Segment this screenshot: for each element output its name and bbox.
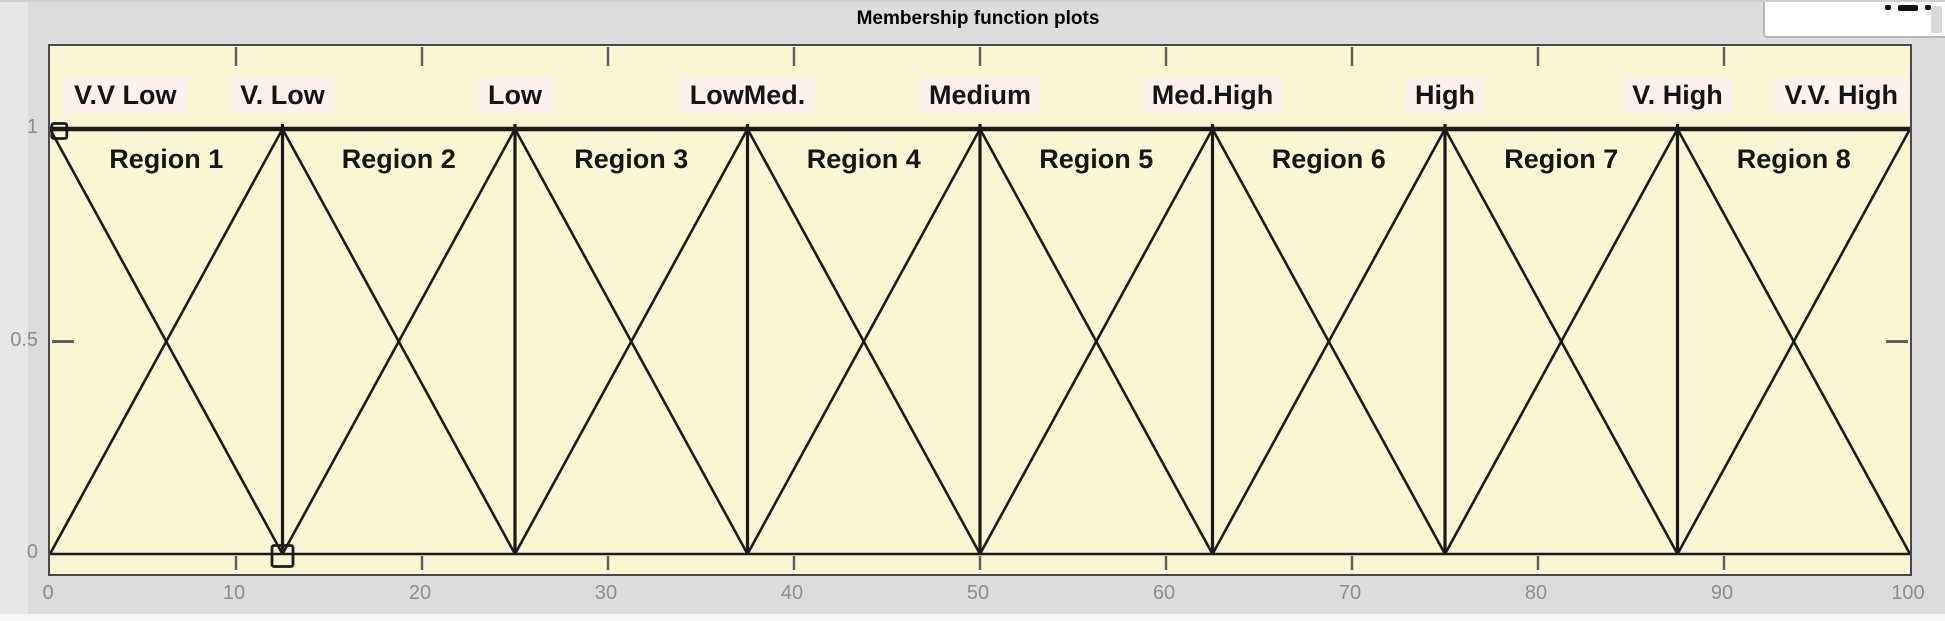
x-tick-label: 40 xyxy=(780,582,804,604)
region-label: Region 6 xyxy=(1271,144,1386,174)
x-tick-label: 20 xyxy=(408,582,432,604)
scrollbar-fragment xyxy=(1931,6,1942,33)
mf-curve-segment[interactable] xyxy=(1211,128,1447,555)
truncated-text-fragment xyxy=(1898,5,1918,11)
x-tick-label: 70 xyxy=(1338,582,1362,604)
mf-label[interactable]: V.V. High xyxy=(1774,77,1908,113)
x-axis-tick-labels: 0 10 20 30 40 50 60 70 80 90 100 xyxy=(42,582,1924,610)
region-label: Region 5 xyxy=(1039,144,1154,174)
mf-label[interactable]: V. Low xyxy=(230,77,335,113)
x-tick-label: 80 xyxy=(1524,582,1548,604)
region-label: Region 2 xyxy=(341,144,456,174)
region-label: Region 7 xyxy=(1504,144,1619,174)
mf-label[interactable]: V. High xyxy=(1622,77,1733,113)
mf-curves-svg[interactable] xyxy=(50,46,1910,574)
x-tick-label: 30 xyxy=(594,582,618,604)
x-tick-label: 100 xyxy=(1891,582,1925,604)
mf-label[interactable]: Medium xyxy=(918,77,1042,113)
mf-label[interactable]: Low xyxy=(478,77,552,113)
mf-curve-segment[interactable] xyxy=(746,128,982,555)
x-tick-label: 90 xyxy=(1710,582,1734,604)
plot-title: Membership function plots xyxy=(856,8,1100,29)
x-tick-label: 50 xyxy=(966,582,990,604)
mf-label[interactable]: LowMed. xyxy=(679,77,816,113)
mf-curve-segment[interactable] xyxy=(1443,128,1679,555)
mf-label[interactable]: V.V Low xyxy=(64,77,187,113)
region-label: Region 1 xyxy=(109,144,224,174)
x-tick-label: 60 xyxy=(1152,582,1176,604)
region-label: Region 4 xyxy=(806,144,921,174)
membership-plot-area[interactable]: V.V Low V. Low Low LowMed. Medium Med.High Hig… xyxy=(48,44,1912,576)
mf-label[interactable]: Med.High xyxy=(1141,77,1284,113)
mf-vertex-handle[interactable] xyxy=(50,122,69,140)
bottom-margin xyxy=(0,614,1945,621)
mf-label[interactable]: High xyxy=(1405,77,1485,113)
mf-curve-segment[interactable] xyxy=(513,128,749,555)
x-tick-label: 0 xyxy=(42,582,54,604)
y-tick-label: 1 xyxy=(26,116,38,138)
mf-vertex-handle[interactable] xyxy=(270,544,295,568)
mf-curve-segment[interactable] xyxy=(978,128,1214,555)
truncated-text-fragment xyxy=(1885,5,1891,10)
left-margin xyxy=(0,2,28,621)
mf-curve-segment[interactable] xyxy=(281,128,517,555)
mf-curve-segment[interactable] xyxy=(50,128,284,555)
x-tick-label: 10 xyxy=(222,582,246,604)
y-tick-label: 0.5 xyxy=(10,328,38,351)
mf-curve-segment[interactable] xyxy=(1676,128,1911,555)
region-label: Region 8 xyxy=(1736,144,1851,174)
truncated-text-fragment xyxy=(1925,5,1931,10)
clipped-overlay-box xyxy=(1763,2,1945,38)
y-tick-label: 0 xyxy=(26,541,38,563)
region-label: Region 3 xyxy=(574,144,689,174)
